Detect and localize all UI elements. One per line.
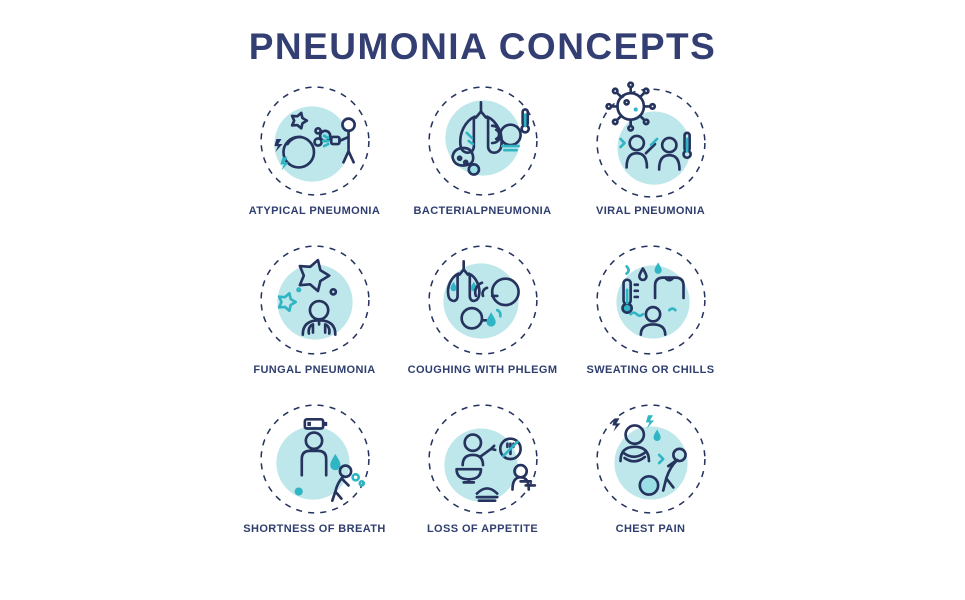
concept-label: LOSS OF APPETITE xyxy=(426,523,539,535)
bacterial-pneumonia-icon xyxy=(422,80,544,202)
concept-label: VIRAL PNEUMONIA xyxy=(595,205,706,217)
concept-viral-pneumonia: VIRAL PNEUMONIA xyxy=(567,80,735,217)
atypical-pneumonia-icon xyxy=(254,80,376,202)
concept-label: ATYPICAL PNEUMONIA xyxy=(248,205,381,217)
concept-bacterial-pneumonia: BACTERIALPNEUMONIA xyxy=(399,80,567,217)
page-title: PNEUMONIA CONCEPTS xyxy=(248,26,717,67)
shortness-of-breath-icon xyxy=(254,398,376,520)
sweating-or-chills-icon xyxy=(590,239,712,361)
concept-label: SHORTNESS OF BREATH xyxy=(243,523,386,535)
loss-of-appetite-icon xyxy=(422,398,544,520)
concept-chest-pain: CHEST PAIN xyxy=(567,398,735,535)
coughing-with-phlegm-icon xyxy=(422,239,544,361)
concept-sweating-or-chills: SWEATING OR CHILLS xyxy=(567,239,735,376)
concept-fungal-pneumonia: FUNGAL PNEUMONIA xyxy=(231,239,399,376)
concept-label: CHEST PAIN xyxy=(615,523,686,535)
fungal-pneumonia-icon xyxy=(254,239,376,361)
concept-shortness-of-breath: SHORTNESS OF BREATH xyxy=(231,398,399,535)
viral-pneumonia-icon xyxy=(590,80,712,202)
concept-label: BACTERIALPNEUMONIA xyxy=(413,205,552,217)
concept-label: COUGHING WITH PHLEGM xyxy=(407,364,558,376)
concept-coughing-with-phlegm: COUGHING WITH PHLEGM xyxy=(399,239,567,376)
concept-loss-of-appetite: LOSS OF APPETITE xyxy=(399,398,567,535)
concept-label: SWEATING OR CHILLS xyxy=(586,364,715,376)
concept-atypical-pneumonia: ATYPICAL PNEUMONIA xyxy=(231,80,399,217)
concepts-grid: ATYPICAL PNEUMONIA xyxy=(0,80,965,535)
chest-pain-icon xyxy=(590,398,712,520)
concept-label: FUNGAL PNEUMONIA xyxy=(253,364,376,376)
